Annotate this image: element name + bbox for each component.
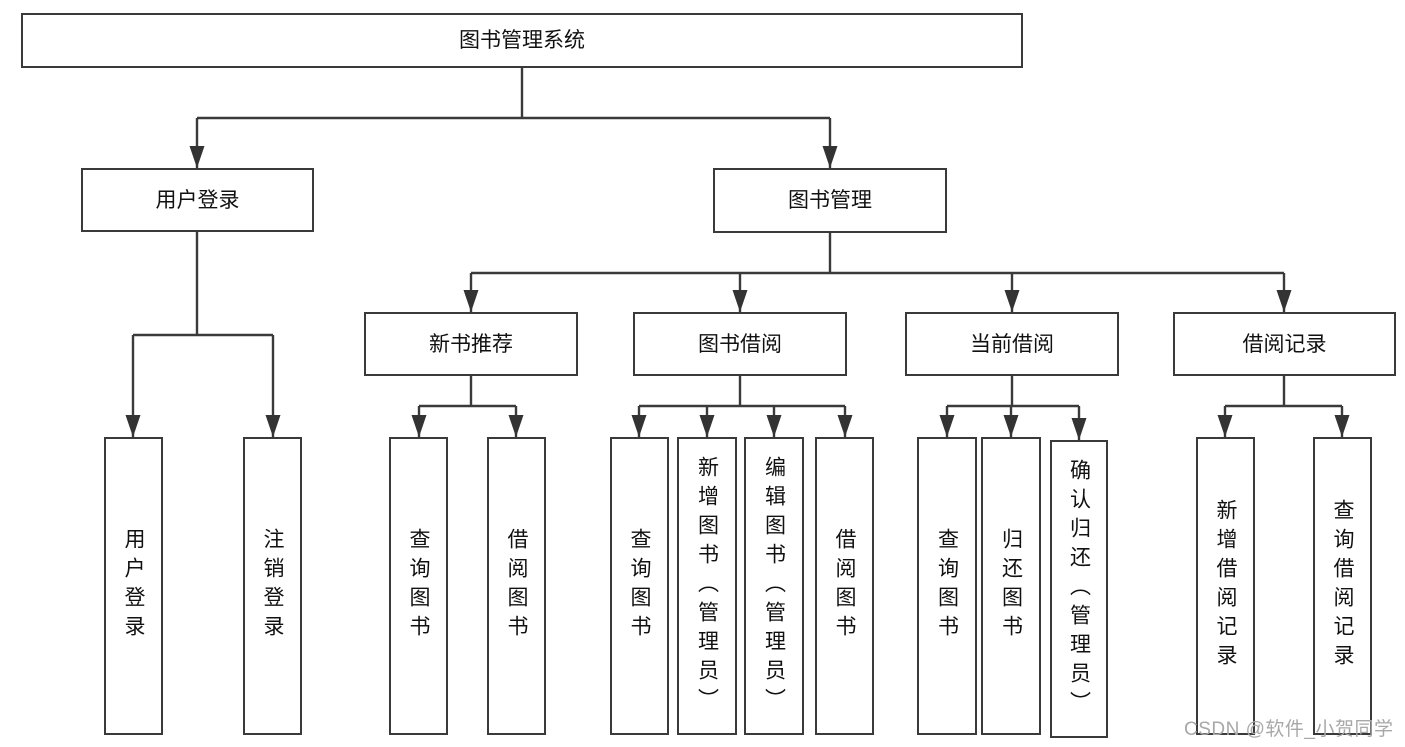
- leaf-logout-label: 注销登录: [261, 528, 284, 644]
- leaf-bb-borrow-books-label: 借阅图书: [833, 528, 856, 644]
- leaf-cb-query-books: 查询图书: [917, 437, 977, 735]
- leaf-nbr-borrow-books: 借阅图书: [487, 437, 546, 735]
- node-current-borrow: 当前借阅: [905, 312, 1119, 376]
- csdn-watermark: CSDN @软件_小贺同学: [1184, 719, 1394, 740]
- leaf-bb-add-books-admin-label: 新增图书（管理员）: [695, 455, 719, 717]
- node-borrow-records-label: 借阅记录: [1242, 332, 1327, 356]
- leaf-bb-query-books-label: 查询图书: [628, 528, 651, 644]
- leaf-cb-return-books-label: 归还图书: [999, 528, 1023, 644]
- leaf-cb-confirm-return-admin-label: 确认归还（管理员）: [1067, 458, 1091, 720]
- leaf-cb-confirm-return-admin: 确认归还（管理员）: [1050, 440, 1108, 738]
- leaf-cb-query-books-label: 查询图书: [935, 528, 959, 644]
- node-borrow-records: 借阅记录: [1173, 312, 1396, 376]
- leaf-nbr-borrow-books-label: 借阅图书: [505, 528, 528, 644]
- leaf-user-login: 用户登录: [104, 437, 163, 735]
- node-book-borrow: 图书借阅: [633, 312, 847, 376]
- node-user-login-group-label: 用户登录: [155, 188, 240, 212]
- node-user-login-group: 用户登录: [81, 168, 314, 232]
- node-book-mgmt-group: 图书管理: [713, 168, 947, 233]
- node-root-label: 图书管理系统: [459, 29, 585, 52]
- node-new-book-rec-label: 新书推荐: [429, 332, 513, 356]
- node-root: 图书管理系统: [21, 13, 1023, 68]
- leaf-cb-return-books: 归还图书: [981, 437, 1041, 735]
- node-current-borrow-label: 当前借阅: [970, 332, 1054, 356]
- leaf-nbr-query-books: 查询图书: [389, 437, 448, 735]
- node-book-mgmt-group-label: 图书管理: [788, 189, 872, 212]
- leaf-br-query-record-label: 查询借阅记录: [1331, 499, 1354, 673]
- leaf-nbr-query-books-label: 查询图书: [407, 528, 430, 644]
- leaf-bb-add-books-admin: 新增图书（管理员）: [677, 437, 737, 735]
- node-new-book-rec: 新书推荐: [364, 312, 578, 376]
- leaf-bb-borrow-books: 借阅图书: [815, 437, 874, 735]
- leaf-bb-edit-books-admin: 编辑图书（管理员）: [744, 437, 804, 735]
- leaf-logout: 注销登录: [243, 437, 302, 735]
- leaf-br-add-record-label: 新增借阅记录: [1214, 499, 1237, 673]
- leaf-br-query-record: 查询借阅记录: [1313, 437, 1372, 735]
- node-book-borrow-label: 图书借阅: [698, 332, 782, 356]
- leaf-bb-edit-books-admin-label: 编辑图书（管理员）: [762, 455, 786, 717]
- leaf-user-login-label: 用户登录: [122, 528, 145, 644]
- leaf-bb-query-books: 查询图书: [610, 437, 669, 735]
- connector-lines: [131, 68, 1344, 440]
- leaf-br-add-record: 新增借阅记录: [1196, 437, 1255, 735]
